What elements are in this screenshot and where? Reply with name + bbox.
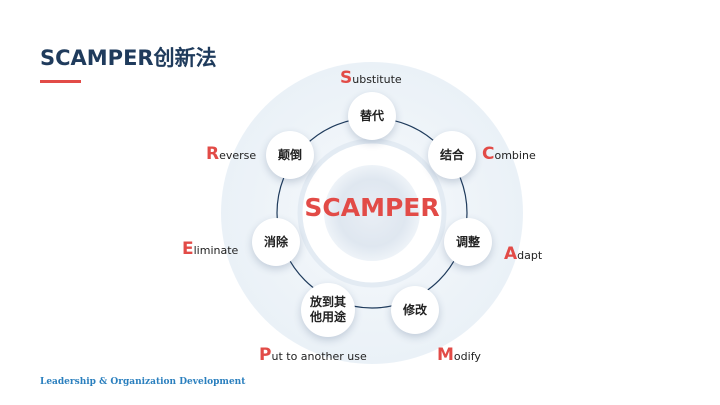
label-adapt: Adapt	[504, 244, 543, 264]
node-eliminate: 消除	[252, 218, 300, 266]
title-underline	[40, 80, 81, 83]
node-modify: 修改	[391, 286, 439, 334]
node-substitute: 替代	[348, 92, 396, 140]
node-put-to-another-use: 放到其 他用途	[301, 283, 355, 337]
label-put-to-another-use: Put to another use	[259, 345, 367, 365]
label-eliminate: Eliminate	[182, 239, 239, 259]
label-combine: Combine	[482, 144, 536, 164]
inner-core	[324, 165, 420, 261]
page-title: SCAMPER创新法	[40, 46, 217, 70]
label-substitute: Substitute	[340, 68, 402, 88]
node-reverse: 颠倒	[266, 131, 314, 179]
footer-text: Leadership & Organization Development	[40, 377, 246, 387]
label-reverse: Reverse	[206, 144, 257, 164]
label-modify: Modify	[437, 345, 481, 365]
node-adapt: 调整	[444, 218, 492, 266]
node-combine: 结合	[428, 131, 476, 179]
center-label: SCAMPER	[304, 193, 440, 222]
